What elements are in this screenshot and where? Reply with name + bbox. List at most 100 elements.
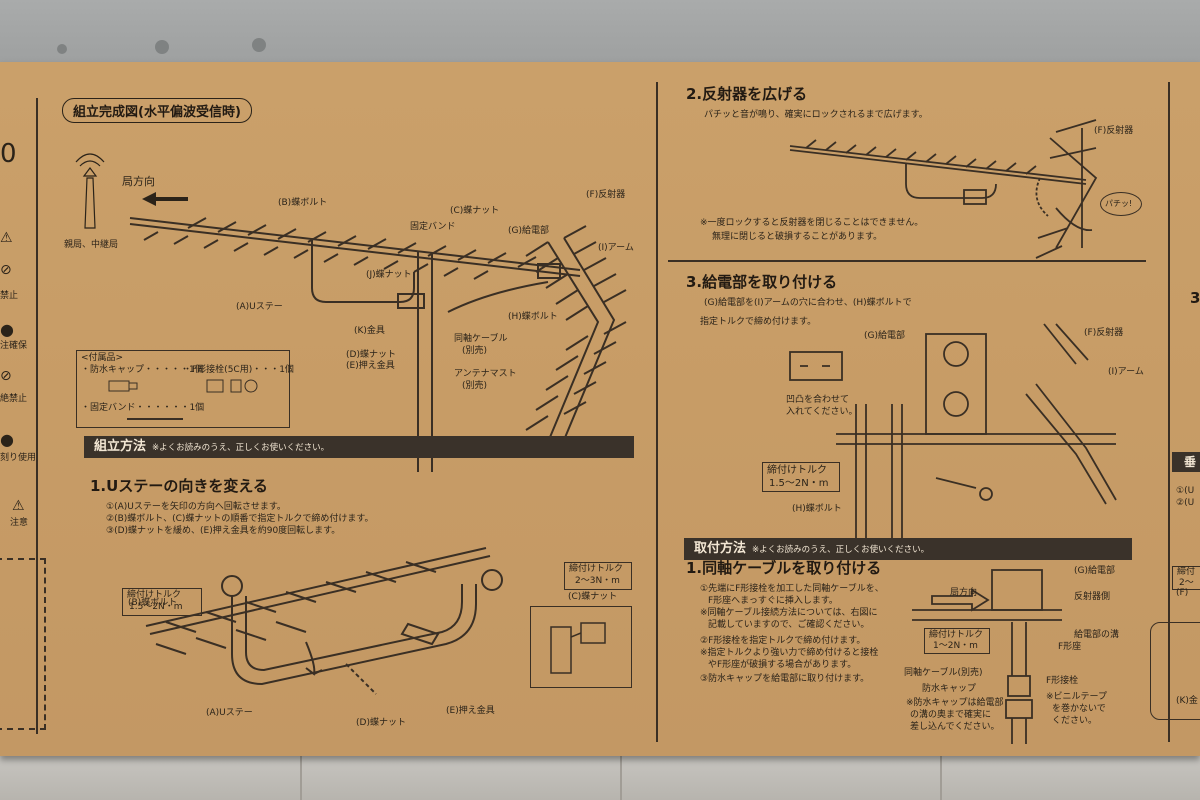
floor-seam (620, 752, 622, 800)
label-coax: 同軸ケーブル(別売) (904, 668, 983, 678)
torque-label: 締付けトルク (767, 465, 827, 476)
label-f-reflector: (F)反射器 (1084, 328, 1124, 338)
label-b-bolt: (B)蝶ボルト (278, 198, 328, 208)
label-b-bolt: (B)蝶ボルト (128, 598, 178, 608)
click-label: パチッ! (1105, 199, 1133, 208)
label-g-feed: (G)給電部 (508, 226, 549, 236)
caution-icon: ● (0, 430, 14, 449)
mount-line: やF形座が破損する場合があります。 (708, 660, 857, 670)
step1-line: ③(D)蝶ナットを緩め、(E)押え金具を約90度回転します。 (106, 526, 341, 536)
step3-title: 3.給電部を取り付ける (686, 273, 838, 291)
label-cap: 防水キャップ (922, 684, 977, 694)
label-fix-band: 固定バンド (410, 222, 456, 232)
label-d-nut: (D)蝶ナット (346, 350, 396, 360)
floor-seam (300, 752, 302, 800)
torque-label: 締付けトルク (569, 564, 624, 574)
step2-line: パチッと音が鳴り、確実にロックされるまで広げます。 (704, 110, 928, 120)
accessory-fconn: ・F形接栓(5C用)・・・1個 (183, 365, 294, 375)
torque-value: 2～3N・m (575, 576, 620, 586)
torque-value: 1～2N・m (933, 641, 978, 651)
label-d-nut: (D)蝶ナット (356, 718, 406, 728)
label-h-bolt: (H)蝶ボルト (792, 504, 842, 514)
mount-line: ②F形接栓を指定トルクで締め付けます。 (700, 636, 866, 646)
mounting-bar-note: ※よくお読みのうえ、正しくお使いください。 (752, 545, 930, 555)
label-i-arm: (I)アーム (1108, 367, 1144, 377)
step2-title: 2.反射器を広げる (686, 85, 808, 103)
right-bar: 垂 (1172, 452, 1200, 472)
right-divider (1168, 82, 1170, 742)
right-item: ①(U (1176, 486, 1195, 496)
cardboard-box: 0 ⚠ ⊘ 禁止 ● 注確保 ⊘ 絶禁止 ● 刻り使用 ⚠ 注意 組立完成図(水… (0, 62, 1200, 756)
label-a-ustay: (A)Uステー (206, 708, 253, 718)
accessories-head: <付属品> (81, 353, 124, 363)
right-detail-frame (1150, 622, 1200, 720)
label-h-bolt: (H)蝶ボルト (508, 312, 558, 322)
direction-arrow-icon (142, 192, 188, 206)
right-item: 2～ (1179, 578, 1194, 588)
direction-label: 局方向 (950, 588, 978, 598)
left-strip-item: 注確保 (0, 341, 28, 351)
label-coax: 同軸ケーブル (454, 334, 508, 344)
c-nut-detail (550, 622, 606, 674)
label-g-feed: (G)給電部 (1074, 566, 1115, 576)
ustay-rotation-diagram (145, 547, 503, 695)
band-icon (127, 418, 183, 420)
align-note: 入れてください。 (786, 407, 858, 417)
label-fseat: F形座 (1058, 642, 1082, 652)
wall-hole (57, 44, 67, 54)
torque-label: 締付けトルク (127, 590, 182, 600)
assembly-bar-note: ※よくお読みのうえ、正しくお使いください。 (152, 443, 330, 453)
label-f-reflector: (F)反射器 (1094, 126, 1134, 136)
torque-box: 締付けトルク 2～3N・m (564, 562, 632, 590)
vinyl-note: ください。 (1052, 716, 1098, 726)
cut-out-box (0, 558, 46, 730)
left-divider (36, 98, 38, 734)
step1-title: 1.Uステーの向きを変える (90, 477, 268, 495)
warning-icon: ⚠ (0, 230, 13, 246)
vinyl-note: を巻かないで (1052, 704, 1106, 714)
left-strip-item: 絶禁止 (0, 394, 28, 404)
label-groove: 給電部の溝 (1074, 630, 1120, 640)
mount-line: ※同軸ケーブル接続方法については、右図に (700, 608, 878, 618)
diagram-title: 組立完成図(水平偏波受信時) (62, 98, 252, 123)
c-nut-detail-box (530, 606, 632, 688)
mounting-bar-title: 取付方法 (694, 541, 747, 556)
antenna-assembly-diagram (129, 217, 627, 472)
label-i-arm: (I)アーム (598, 243, 634, 253)
floor (0, 752, 1200, 800)
torque-value: 1.5～2N・m (769, 478, 829, 489)
center-divider (656, 82, 658, 742)
label-reflector-side: 反射器側 (1074, 592, 1111, 602)
caution-icon: ● (0, 320, 14, 339)
left-strip-char: 0 (0, 139, 17, 169)
step3-line: (G)給電部を(I)アームの穴に合わせ、(H)蝶ボルトで (704, 298, 912, 308)
right-step-num: 3 (1190, 289, 1200, 307)
wall-hole (252, 38, 266, 52)
assembly-bar-title: 組立方法 (94, 439, 147, 454)
station-label: 親局、中継局 (64, 240, 119, 250)
left-strip-item: 刻り使用 (0, 453, 37, 463)
warning-icon: ⚠ (12, 498, 25, 514)
prohibited-icon: ⊘ (0, 368, 12, 384)
right-item: ②(U (1176, 498, 1195, 508)
label-g-feed: (G)給電部 (864, 331, 905, 341)
assembly-method-bar: 組立方法 ※よくお読みのうえ、正しくお使いください。 (84, 436, 634, 458)
cap-note: の溝の奥まで確実に (910, 710, 992, 720)
accessory-band: ・固定バンド・・・・・・1個 (81, 403, 205, 413)
cap-icon (108, 380, 138, 392)
vinyl-note: ※ビニルテープ (1046, 692, 1108, 702)
mount-step1-title: 1.同軸ケーブルを取り付ける (686, 559, 882, 577)
cap-note: 差し込んでください。 (910, 722, 1000, 732)
background-wall (0, 0, 1200, 70)
mount-line: ※指定トルクより強い力で締め付けると接栓 (700, 648, 879, 658)
click-bubble: パチッ! (1100, 192, 1142, 216)
label-e-press: (E)押え金具 (346, 361, 395, 371)
reflector-open-diagram (789, 119, 1098, 259)
right-item: (K)金 (1176, 696, 1198, 706)
label-fconn: F形接栓 (1046, 676, 1079, 686)
torque-label: 締付けトルク (929, 630, 984, 640)
right-item: (F) (1176, 588, 1189, 598)
tower-icon (75, 153, 105, 229)
right-item: 締付 (1177, 567, 1196, 577)
label-k-fitting: (K)金具 (354, 326, 385, 336)
